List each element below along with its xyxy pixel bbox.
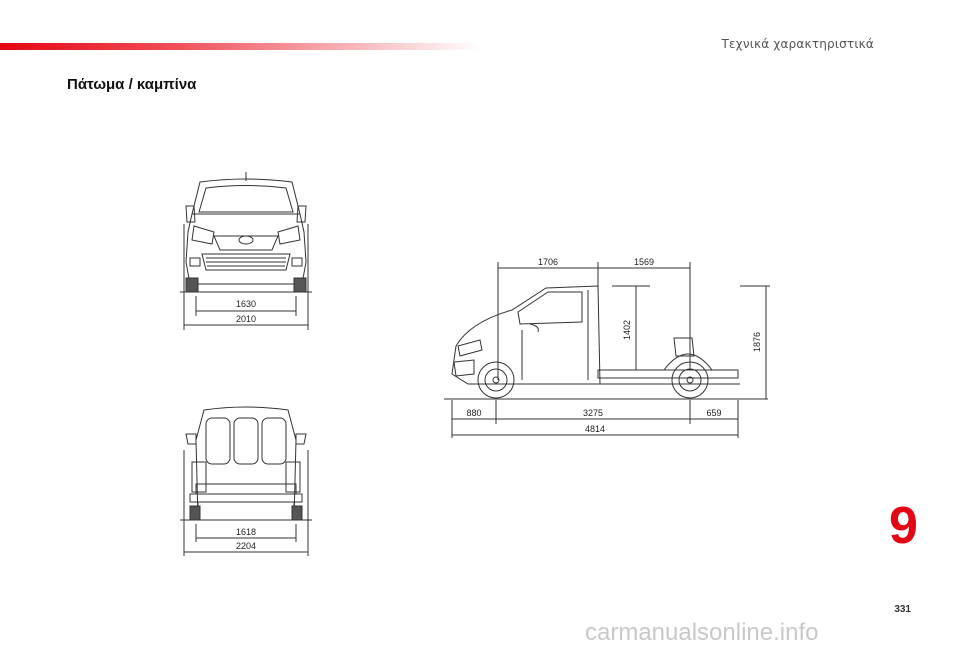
front-view-drawing: [180, 172, 312, 293]
rear-dimension-lines: [183, 450, 309, 556]
rear-overhang-label: 659: [706, 408, 721, 418]
page-title: Πάτωμα / καμπίνα: [67, 76, 197, 93]
chapter-number: 9: [889, 497, 918, 555]
watermark-text: carmanualsonline.info: [585, 619, 819, 646]
rear-outer-width-label: 2204: [236, 541, 256, 551]
total-height-label: 1876: [752, 332, 762, 352]
wheelbase-label: 3275: [583, 408, 603, 418]
header-accent-bar: [0, 43, 480, 50]
front-overhang-label: 880: [466, 408, 481, 418]
page-number: 331: [894, 604, 911, 615]
front-inner-width-label: 1630: [236, 299, 256, 309]
rear-inner-width-label: 1618: [236, 527, 256, 537]
cab-length-label: 1706: [538, 257, 558, 267]
header-section-label: Τεχνικά χαρακτηριστικά: [721, 37, 874, 51]
front-outer-width-label: 2010: [236, 314, 256, 324]
side-dimension-lines: [451, 262, 770, 438]
front-dimension-lines: [183, 224, 309, 330]
platform-height-label: 1402: [622, 320, 632, 340]
rear-top-length-label: 1569: [634, 257, 654, 267]
rear-view-drawing: [180, 406, 312, 521]
side-view-drawing: [444, 285, 768, 400]
total-length-label: 4814: [585, 424, 605, 434]
